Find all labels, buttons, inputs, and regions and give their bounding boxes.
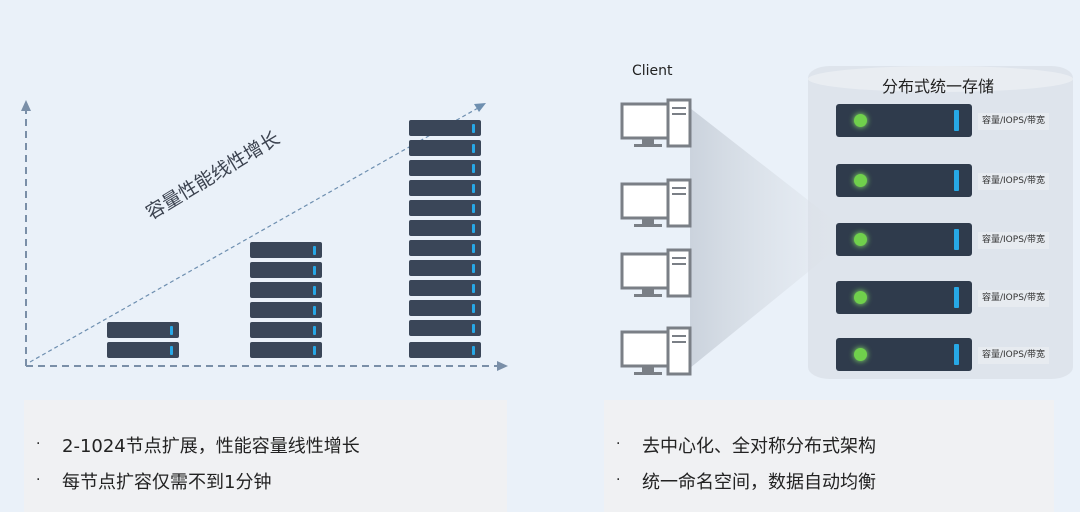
client-title: Client: [632, 63, 673, 79]
status-light-icon: [854, 291, 867, 304]
bullet-dot-icon: ·: [616, 436, 621, 452]
server-unit: [107, 342, 179, 358]
feature-text: 2-1024节点扩展，性能容量线性增长: [62, 436, 360, 457]
scaling-diagram: [21, 100, 508, 371]
feature-text: 统一命名空间，数据自动均衡: [642, 472, 876, 493]
left-feature-panel: · 2-1024节点扩展，性能容量线性增长 · 每节点扩容仅需不到1分钟: [24, 400, 507, 512]
bullet-dot-icon: ·: [616, 472, 621, 488]
server-unit: [409, 180, 481, 196]
trend-arrow-icon: [474, 103, 486, 112]
server-unit: [409, 220, 481, 236]
node-tag: 容量/IOPS/带宽: [978, 232, 1049, 249]
bullet-dot-icon: ·: [36, 472, 41, 488]
node-tag: 容量/IOPS/带宽: [978, 173, 1049, 190]
server-unit: [409, 140, 481, 156]
server-unit: [250, 322, 322, 338]
server-unit: [250, 342, 322, 358]
computer-icon: [620, 98, 692, 148]
feature-text: 每节点扩容仅需不到1分钟: [62, 472, 272, 493]
storage-title: 分布式统一存储: [882, 77, 995, 96]
server-unit: [409, 200, 481, 216]
server-unit: [409, 320, 481, 336]
bullet-dot-icon: ·: [36, 436, 41, 452]
server-unit: [409, 240, 481, 256]
drive-indicator-icon: [954, 287, 959, 308]
server-unit: [250, 242, 322, 258]
drive-indicator-icon: [954, 344, 959, 365]
computer-icon: [620, 326, 692, 376]
computer-icon: [620, 248, 692, 298]
server-unit: [250, 262, 322, 278]
drive-indicator-icon: [954, 229, 959, 250]
server-unit: [250, 282, 322, 298]
server-unit: [409, 260, 481, 276]
right-feature-panel: · 去中心化、全对称分布式架构 · 统一命名空间，数据自动均衡: [604, 400, 1054, 512]
growth-trend-line: [29, 107, 479, 363]
status-light-icon: [854, 114, 867, 127]
status-light-icon: [854, 233, 867, 246]
server-unit: [107, 322, 179, 338]
node-tag: 容量/IOPS/带宽: [978, 290, 1049, 307]
x-axis-arrow-icon: [497, 361, 508, 371]
server-unit: [250, 302, 322, 318]
node-tag: 容量/IOPS/带宽: [978, 113, 1049, 130]
server-unit: [409, 160, 481, 176]
status-light-icon: [854, 174, 867, 187]
status-light-icon: [854, 348, 867, 361]
server-unit: [409, 342, 481, 358]
drive-indicator-icon: [954, 110, 959, 131]
feature-text: 去中心化、全对称分布式架构: [642, 436, 876, 457]
computer-icon: [620, 178, 692, 228]
server-unit: [409, 280, 481, 296]
server-unit: [409, 300, 481, 316]
server-unit: [409, 120, 481, 136]
y-axis-arrow-icon: [21, 100, 31, 111]
node-tag: 容量/IOPS/带宽: [978, 347, 1049, 364]
drive-indicator-icon: [954, 170, 959, 191]
